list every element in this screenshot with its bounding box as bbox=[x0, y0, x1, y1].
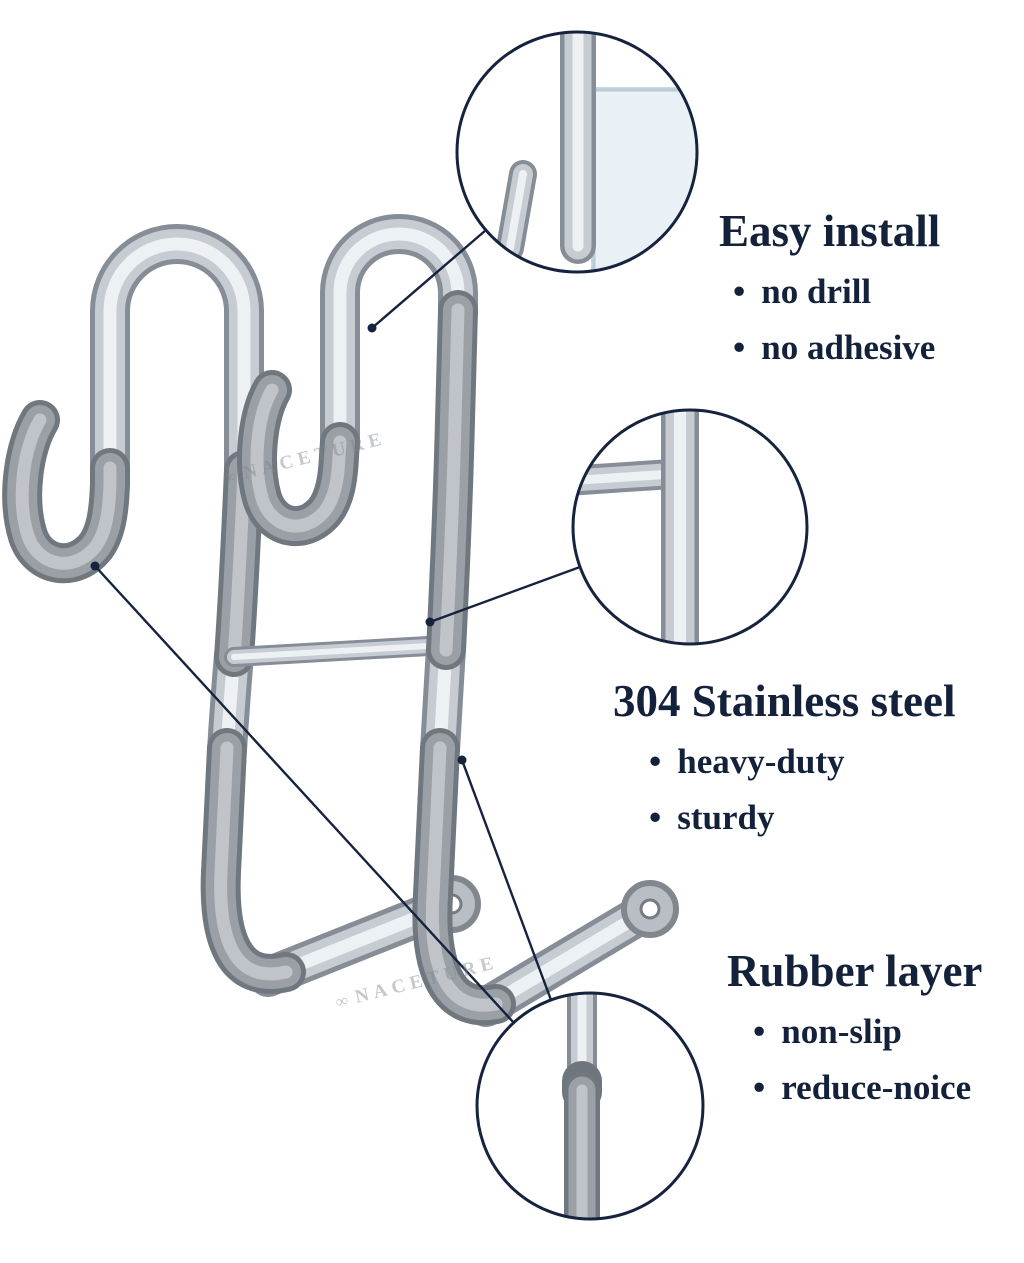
bullet-no-adhesive-label: no adhesive bbox=[761, 328, 936, 367]
feature-rubber-layer-bullets: • non-slip • reduce-noice bbox=[753, 1012, 982, 1109]
bullet-icon: • bbox=[649, 798, 662, 837]
callout-circle-rubber bbox=[475, 991, 705, 1221]
bullet-no-drill-label: no drill bbox=[761, 271, 872, 311]
zoom-front-hook-tip bbox=[510, 174, 523, 248]
leader-dot-2 bbox=[425, 617, 435, 627]
near-wire-top-hook bbox=[340, 234, 645, 1007]
bullet-non-slip: • non-slip bbox=[753, 1012, 982, 1052]
leader-line-stainless bbox=[429, 565, 581, 624]
callout-circle-easy-install bbox=[455, 30, 699, 274]
bullet-heavy-duty-label: heavy-duty bbox=[677, 741, 845, 781]
hook-product bbox=[22, 234, 679, 1007]
leader-line-easy-install bbox=[371, 229, 487, 329]
leader-dot-3 bbox=[90, 561, 100, 571]
feature-easy-install-bullets: • no drill • no adhesive bbox=[733, 272, 940, 369]
leader-dot-1 bbox=[367, 323, 377, 333]
bullet-icon: • bbox=[753, 1011, 766, 1051]
bullet-sturdy: • sturdy bbox=[649, 798, 956, 838]
callout-stainless bbox=[571, 408, 809, 646]
crossbar bbox=[234, 645, 446, 657]
bullet-non-slip-label: non-slip bbox=[781, 1011, 902, 1051]
callout-circle-stainless bbox=[571, 408, 809, 646]
feature-stainless-steel: 304 Stainless steel • heavy-duty • sturdy bbox=[613, 676, 956, 838]
eyelet-right bbox=[621, 880, 679, 938]
callout-easy-install bbox=[455, 30, 699, 274]
leader-line-rubber-1 bbox=[94, 565, 515, 1024]
feature-stainless-steel-bullets: • heavy-duty • sturdy bbox=[649, 742, 956, 839]
bullet-no-drill: • no drill bbox=[733, 272, 940, 312]
leader-lines bbox=[90, 229, 581, 1024]
bullet-reduce-noice-label: reduce-noice bbox=[781, 1068, 972, 1107]
bullet-reduce-noice: • reduce-noice bbox=[753, 1068, 982, 1108]
feature-rubber-layer-title: Rubber layer bbox=[727, 946, 983, 996]
bullet-sturdy-label: sturdy bbox=[677, 798, 775, 837]
feature-easy-install-title: Easy install bbox=[719, 206, 941, 256]
feature-rubber-layer: Rubber layer • non-slip • reduce-noice bbox=[727, 946, 982, 1108]
callout-rubber bbox=[475, 991, 705, 1221]
bullet-icon: • bbox=[733, 271, 746, 311]
bullet-icon: • bbox=[649, 741, 662, 781]
feature-easy-install: Easy install • no drill • no adhesive bbox=[719, 206, 940, 368]
glass-panel bbox=[591, 87, 696, 271]
far-wire-top-hook bbox=[110, 244, 446, 977]
bullet-no-adhesive: • no adhesive bbox=[733, 328, 940, 368]
feature-stainless-steel-title: 304 Stainless steel bbox=[613, 676, 956, 726]
leader-dot-4 bbox=[457, 755, 467, 765]
bullet-icon: • bbox=[733, 328, 746, 367]
leader-line-rubber-2 bbox=[460, 759, 553, 1001]
bullet-heavy-duty: • heavy-duty bbox=[649, 742, 956, 782]
bullet-icon: • bbox=[753, 1068, 766, 1107]
